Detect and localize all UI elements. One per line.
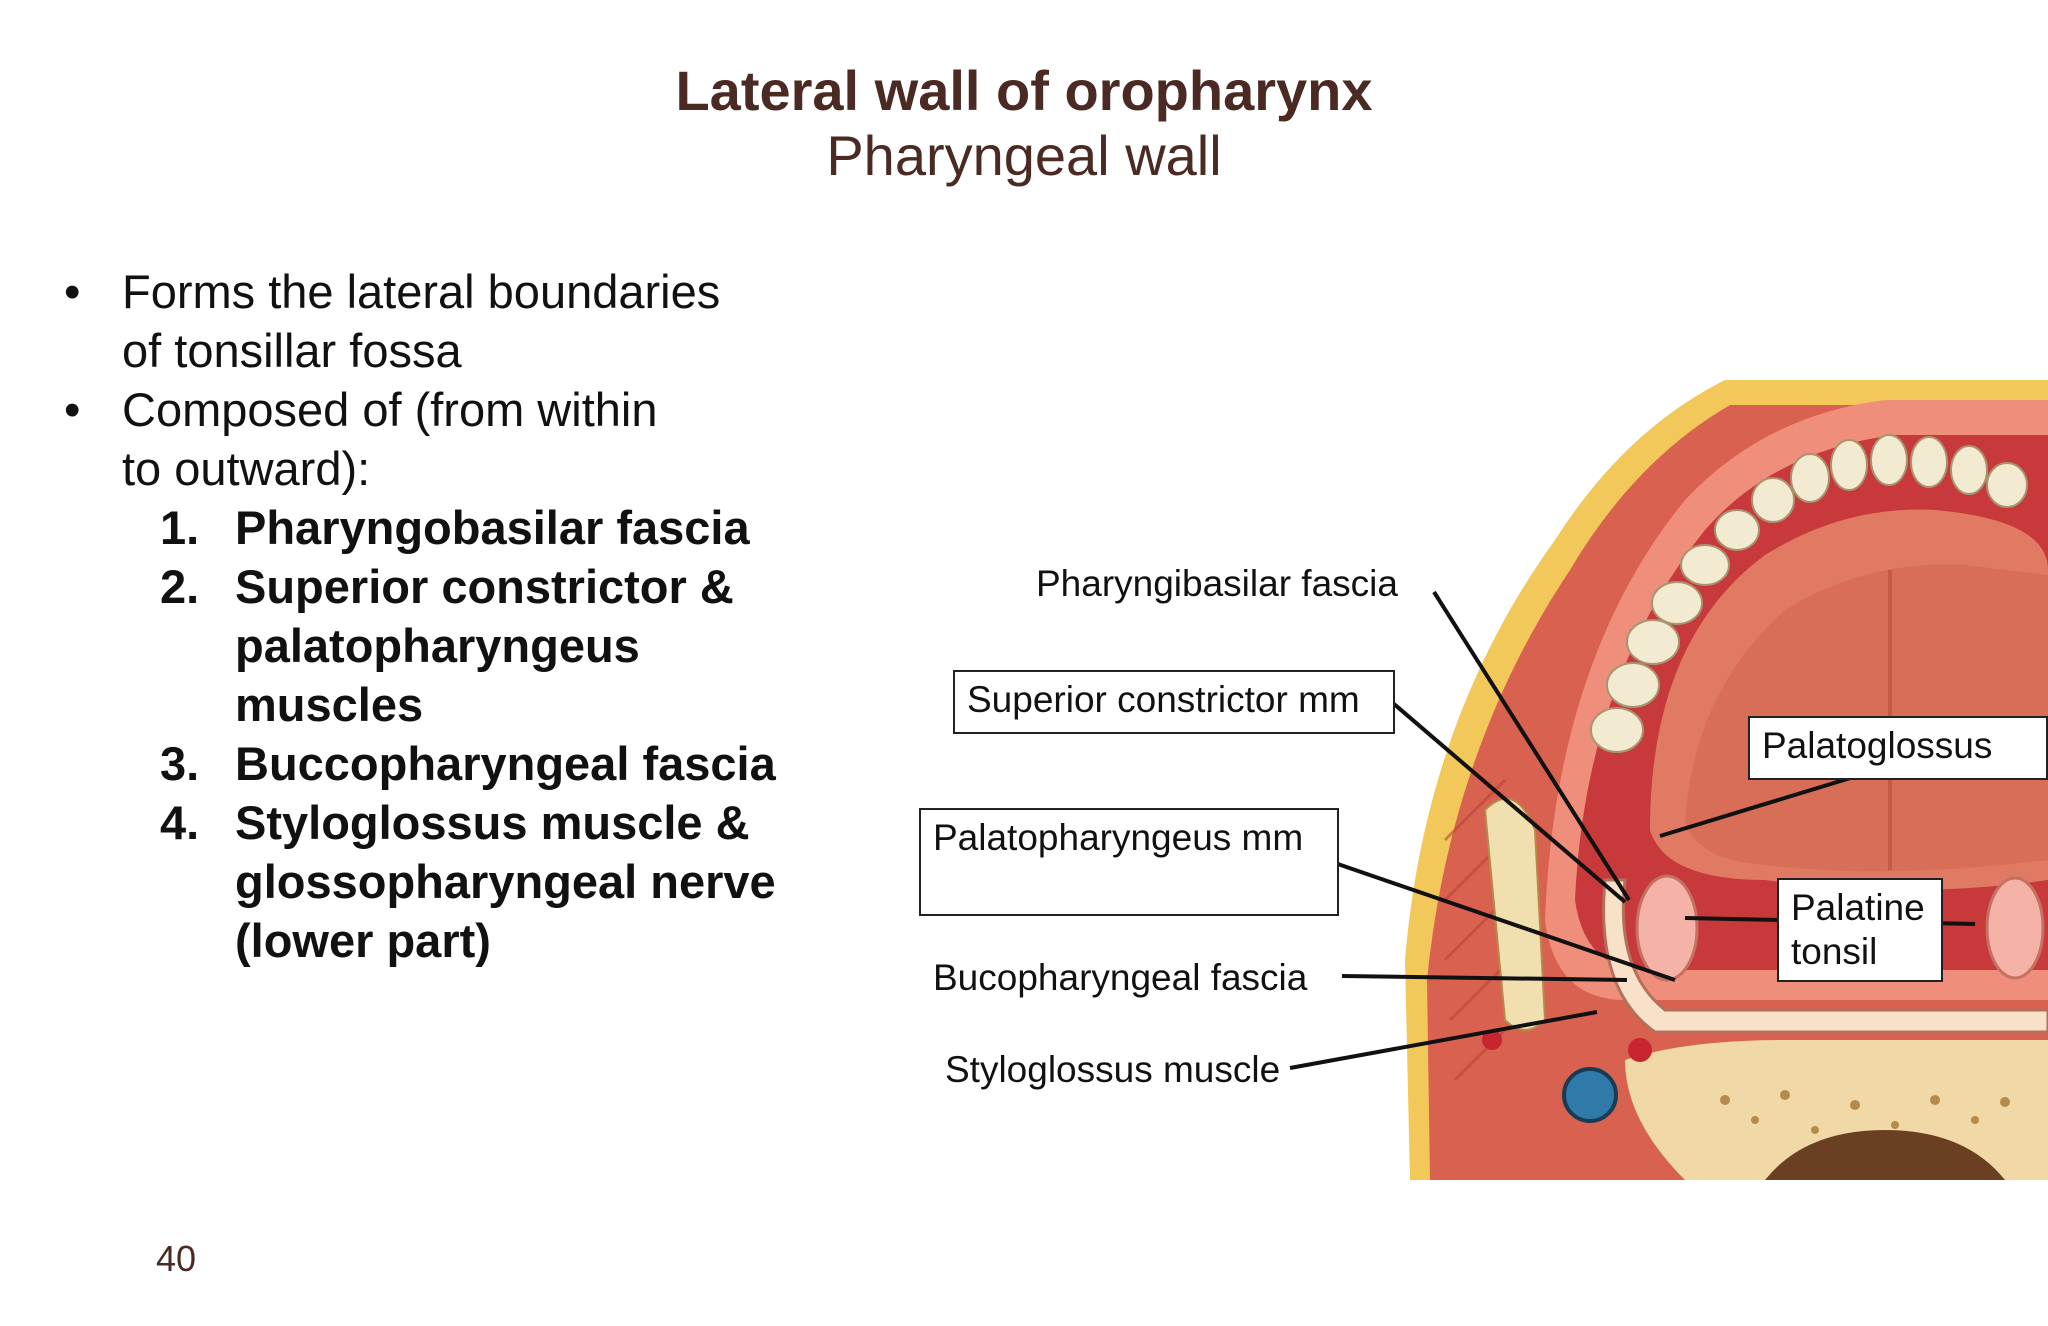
item-number: 2. (160, 560, 200, 613)
internal-jugular-vein (1562, 1067, 1618, 1123)
bullet-item: • Forms the lateral boundaries of tonsil… (60, 262, 820, 380)
bone-dots (1720, 1090, 2010, 1134)
item-number: 1. (160, 501, 200, 554)
bullet-line: of tonsillar fossa (122, 324, 462, 377)
internal-carotid-artery (1628, 1038, 1652, 1062)
item-number: 4. (160, 796, 200, 849)
teeth (1590, 434, 2028, 753)
item-line: palatopharyngeus (235, 619, 640, 672)
palatine-tonsil-shape (1635, 874, 1699, 982)
label-superior-constrictor: Superior constrictor mm (953, 670, 1395, 734)
item-line: Styloglossus muscle & (235, 796, 750, 849)
label-text: tonsil (1791, 931, 1878, 972)
item-line: glossopharyngeal nerve (235, 855, 776, 908)
label-text: Palatine (1791, 887, 1925, 928)
numbered-item: 3. Buccopharyngeal fascia (60, 734, 820, 793)
label-palatopharyngeus: Palatopharyngeus mm (919, 808, 1339, 916)
oropharynx-illustration (1289, 380, 2048, 1180)
label-styloglossus-muscle: Styloglossus muscle (945, 1049, 1281, 1090)
item-line: Buccopharyngeal fascia (235, 737, 776, 790)
item-line: muscles (235, 678, 424, 731)
bullet-line: to outward): (122, 442, 371, 495)
slide-title: Lateral wall of oropharynx (675, 59, 1373, 122)
bullet-dot: • (64, 383, 81, 436)
slide-subtitle: Pharyngeal wall (826, 124, 1222, 187)
bullet-item: • Composed of (from within to outward): (60, 380, 820, 498)
anatomy-figure: Pharyngibasilar fascia Superior constric… (905, 360, 2048, 1200)
pharyngeal-wall (1602, 878, 2048, 1034)
page-number: 40 (156, 1238, 197, 1279)
label-text: Superior constrictor mm (967, 679, 1360, 720)
item-line: Superior constrictor & (235, 560, 734, 613)
item-number: 3. (160, 737, 200, 790)
external-carotid-artery (1482, 1030, 1502, 1050)
bullet-line: Forms the lateral boundaries (122, 265, 721, 318)
numbered-item: 4. Styloglossus muscle & glossopharyngea… (60, 793, 820, 970)
label-text: Palatopharyngeus mm (933, 817, 1304, 858)
slide-content: • Forms the lateral boundaries of tonsil… (60, 262, 820, 970)
item-line: Pharyngobasilar fascia (235, 501, 750, 554)
label-pharyngibasilar-fascia: Pharyngibasilar fascia (1036, 563, 1398, 604)
numbered-list: 1. Pharyngobasilar fascia 2. Superior co… (60, 498, 820, 970)
spinal-canal (1765, 1130, 2005, 1180)
numbered-item: 2. Superior constrictor & palatopharynge… (60, 557, 820, 734)
palatine-tonsil-shape-right (1985, 876, 2045, 980)
numbered-item: 1. Pharyngobasilar fascia (60, 498, 820, 557)
bullet-line: Composed of (from within (122, 383, 658, 436)
label-palatoglossus: Palatoglossus mm (1748, 716, 2048, 780)
item-line: (lower part) (235, 914, 491, 967)
label-bucopharyngeal-fascia: Bucopharyngeal fascia (933, 957, 1308, 998)
label-palatine-tonsil: Palatine tonsil (1777, 878, 1943, 982)
slide-header: Lateral wall of oropharynx Pharyngeal wa… (0, 58, 2048, 188)
label-text: Palatoglossus mm (1762, 725, 1993, 778)
bullet-dot: • (64, 265, 81, 318)
